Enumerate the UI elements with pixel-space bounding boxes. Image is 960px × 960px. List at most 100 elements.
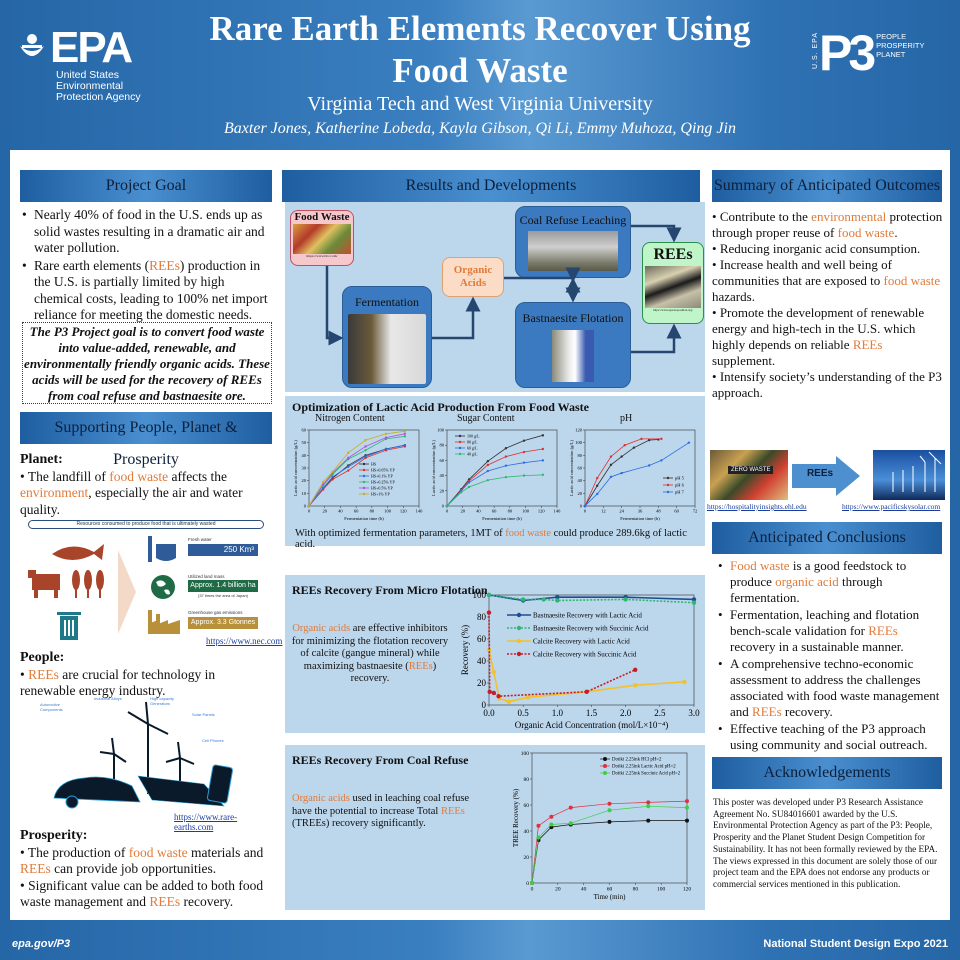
globe-icon (151, 575, 175, 599)
prosperity-section: Prosperity: • The production of food was… (20, 828, 272, 911)
coal-refuse-text: Organic acids used in leaching coal refu… (292, 793, 470, 829)
optimization-panel: Optimization of Lactic Acid Production F… (285, 396, 705, 550)
epa-flower-icon (20, 34, 44, 56)
flotation-text: Organic acids are effective inhibitors f… (291, 623, 449, 684)
rees-src: https://www.spacetoposition.org/ (653, 308, 693, 312)
svg-text:80: 80 (633, 887, 639, 893)
svg-text:Recovery (%): Recovery (%) (460, 625, 470, 675)
svg-text:72: 72 (693, 509, 698, 514)
svg-text:40 g/L: 40 g/L (467, 451, 478, 456)
hospitality-source-link[interactable]: https://hospitalityinsights.ehl.edu (707, 502, 807, 511)
coal-refuse-box: Coal Refuse Leaching (515, 206, 631, 278)
organic-acids-box: Organic Acids (442, 257, 504, 297)
svg-text:40: 40 (440, 473, 445, 478)
title-line2: Food Waste (392, 51, 568, 90)
svg-text:20: 20 (302, 478, 307, 483)
conclusion-item: A comprehensive techno-economic assessme… (716, 656, 944, 720)
svg-text:2.5: 2.5 (654, 708, 666, 718)
flotation-title: REEs Recovery From Micro Flotation (292, 583, 488, 597)
svg-text:60: 60 (524, 803, 530, 809)
fermentation-label: Fermentation (355, 295, 419, 309)
svg-text:10: 10 (302, 491, 307, 496)
outcomes-heading: Summary of Anticipated Outcomes (712, 170, 942, 202)
conclusions-list: Food waste is a good feedstock to produc… (716, 558, 944, 754)
project-goal-bullets: Nearly 40% of food in the U.S. ends up a… (20, 207, 272, 325)
p3-mark: P3 (819, 25, 876, 81)
conclusions-heading: Anticipated Conclusions (712, 522, 942, 554)
svg-text:Calcite Recovery with Lactic A: Calcite Recovery with Lactic Acid (533, 637, 630, 645)
rees-arrow-label: REEs (806, 468, 834, 479)
svg-text:0: 0 (446, 509, 449, 514)
svg-text:HS+0.1% YP: HS+0.1% YP (371, 473, 393, 478)
svg-text:140: 140 (554, 509, 562, 514)
outcome-item: • Contribute to the environmental protec… (712, 209, 943, 240)
pacificsky-source-link[interactable]: https://www.pacificskysolar.com (842, 502, 941, 511)
acknowledgements-text: This poster was developed under P3 Resea… (713, 797, 938, 889)
people-section: People: • REEs are crucial for technolog… (20, 650, 272, 700)
svg-text:50: 50 (302, 440, 307, 445)
svg-text:pH 5: pH 5 (675, 476, 685, 481)
footer-event: National Student Design Expo 2021 (763, 938, 948, 950)
turbines-car-solar-icon (53, 701, 233, 809)
epa-line1: United States (56, 69, 120, 81)
svg-text:120: 120 (683, 887, 692, 893)
label-alloys: Industrial Alloys (94, 696, 122, 701)
svg-text:0: 0 (531, 887, 534, 893)
authors: Baxter Jones, Katherine Lobeda, Kayla Gi… (224, 120, 736, 137)
affiliation: Virginia Tech and West Virginia Universi… (307, 93, 653, 115)
p3-usepa: U.S. EPA (812, 32, 819, 70)
rare-earths-source-link[interactable]: https://www.rare-earths.com (174, 812, 238, 832)
svg-text:120: 120 (538, 509, 546, 514)
ghg-value: Approx. 3.3 Gtonnes (188, 617, 258, 629)
label-automotive: Automotive Components (40, 702, 63, 712)
wind-farm-photo (873, 450, 945, 500)
svg-text:100: 100 (521, 751, 530, 757)
epa-logo: EPA United States Environmental Protecti… (18, 23, 141, 103)
optimization-conclusion: With optimized fermentation parameters, … (295, 528, 687, 550)
people-text: • REEs are crucial for technology in ren… (20, 666, 216, 699)
p3-word-prosperity: PROSPERITY (876, 41, 925, 50)
epa-wordmark: EPA (50, 23, 133, 72)
goal-bullet: Nearly 40% of food in the U.S. ends up a… (20, 207, 272, 257)
svg-text:120: 120 (400, 509, 408, 514)
goal-bullet: Rare earth elements (REEs) production in… (20, 258, 272, 324)
food-waste-box: Food Waste https://www.bbc.com/ (290, 210, 354, 266)
svg-text:HS+0.25% YP: HS+0.25% YP (371, 479, 395, 484)
poster-header: EPA United States Environmental Protecti… (0, 0, 960, 148)
svg-text:30: 30 (302, 466, 307, 471)
svg-text:40: 40 (302, 453, 307, 458)
svg-text:0: 0 (526, 881, 529, 887)
svg-text:HS+0.5% YP: HS+0.5% YP (371, 485, 393, 490)
conclusion-item: Fermentation, leaching and flotation ben… (716, 607, 944, 655)
food-waste-infographic: Resources consumed to produce food that … (28, 520, 282, 650)
svg-text:pH 7: pH 7 (675, 490, 685, 495)
svg-text:0: 0 (308, 509, 311, 514)
bastnaesite-label: Bastnaesite Flotation (522, 311, 624, 325)
svg-text:1.5: 1.5 (586, 708, 598, 718)
people-label: People: (20, 650, 65, 665)
goal-statement: The P3 Project goal is to convert food w… (22, 322, 272, 404)
process-flow-diagram: Food Waste https://www.bbc.com/ Fermenta… (285, 202, 705, 392)
svg-text:Dotiki 2.25ink HCl pH=2: Dotiki 2.25ink HCl pH=2 (612, 758, 662, 763)
svg-text:20: 20 (524, 855, 530, 861)
nec-source-link[interactable]: https://www.nec.com (206, 636, 283, 646)
svg-text:60: 60 (607, 887, 613, 893)
footer-url[interactable]: epa.gov/P3 (12, 938, 71, 950)
svg-text:Lactic acid concentration (g/L: Lactic acid concentration (g/L) (569, 440, 574, 496)
svg-text:0: 0 (584, 509, 587, 514)
svg-text:40: 40 (578, 478, 583, 483)
svg-text:3.0: 3.0 (688, 708, 700, 718)
flotation-panel: REEs Recovery From Micro Flotation Organ… (285, 575, 705, 733)
svg-text:60: 60 (578, 466, 583, 471)
epa-line2: Environmental (56, 80, 124, 92)
svg-text:0: 0 (482, 700, 487, 710)
svg-text:60: 60 (492, 509, 497, 514)
fresh-water-value: 250 Km³ (188, 544, 258, 556)
chart-sugar-title: Sugar Content (457, 413, 515, 424)
food-waste-photo-right: ZERO WASTE (710, 450, 788, 500)
rees-powder-photo (645, 266, 701, 308)
planet-label: Planet: (20, 452, 63, 467)
bastnaesite-box: Bastnaesite Flotation (515, 302, 631, 388)
